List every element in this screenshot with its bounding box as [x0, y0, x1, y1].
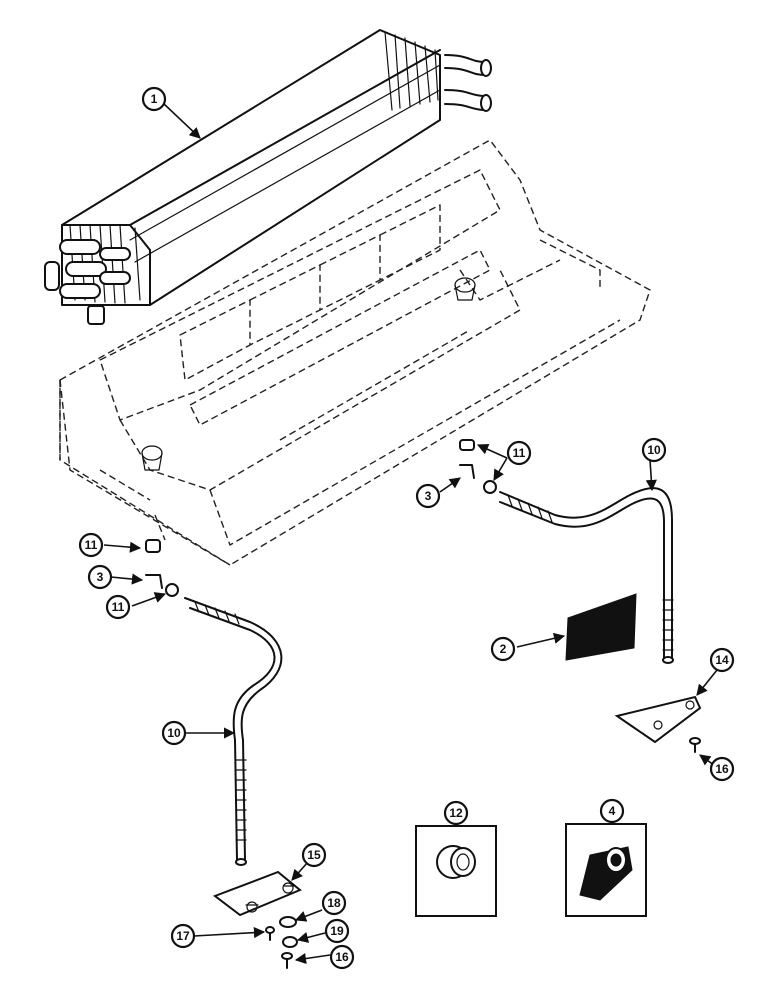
svg-text:12: 12: [449, 806, 463, 820]
svg-text:1: 1: [151, 92, 158, 106]
return-bends: [59, 239, 131, 299]
callout-16b: 16: [709, 756, 735, 782]
leader-16a: [294, 952, 331, 965]
right-drain-assembly: [459, 439, 702, 753]
callout-10b: 10: [641, 437, 667, 463]
svg-text:16: 16: [715, 762, 729, 776]
callout-16a: 16: [329, 944, 355, 970]
bracket-left: [212, 870, 302, 917]
hose-clamp-left-lower: [165, 583, 179, 597]
svg-text:2: 2: [500, 642, 507, 656]
seal-strip: [565, 593, 637, 661]
callout-3b: 3: [415, 483, 441, 509]
leader-1: [162, 102, 201, 139]
inset-grommet: [415, 825, 497, 917]
nut-19: [282, 936, 298, 948]
svg-text:3: 3: [97, 570, 104, 584]
leader-3a: [110, 573, 144, 585]
leader-18: [294, 909, 323, 922]
callout-11c: 11: [506, 440, 532, 466]
callout-2: 2: [490, 636, 516, 662]
svg-text:16: 16: [335, 950, 349, 964]
callout-18: 18: [321, 890, 347, 916]
elbow-left: [145, 574, 163, 589]
inset-tape-roll: [565, 823, 647, 917]
callout-1: 1: [141, 86, 167, 112]
evaporator-core: [44, 29, 492, 325]
leader-19: [296, 932, 326, 943]
callout-17: 17: [170, 923, 196, 949]
svg-text:10: 10: [647, 443, 661, 457]
svg-text:15: 15: [307, 848, 321, 862]
svg-text:10: 10: [167, 726, 181, 740]
callout-11b: 11: [105, 594, 131, 620]
leader-11c: [476, 444, 508, 459]
bracket-right: [614, 695, 702, 744]
svg-text:3: 3: [425, 489, 432, 503]
callout-10a: 10: [161, 720, 187, 746]
leader-3b: [439, 477, 461, 493]
leader-14: [696, 669, 718, 696]
washer-18: [279, 916, 297, 928]
drain-hose-left: [184, 597, 283, 861]
svg-text:14: 14: [715, 653, 729, 667]
leader-10b: [645, 459, 657, 492]
hose-clamp-left-upper: [145, 539, 161, 553]
evaporator-housing-tray: [59, 139, 651, 566]
svg-text:18: 18: [327, 896, 341, 910]
svg-text:17: 17: [176, 929, 190, 943]
callout-4: 4: [599, 798, 625, 824]
leader-11a: [103, 541, 142, 553]
svg-text:4: 4: [609, 804, 616, 818]
callout-19: 19: [324, 918, 350, 944]
svg-text:11: 11: [85, 538, 98, 552]
callout-3a: 3: [87, 564, 113, 590]
svg-text:11: 11: [112, 600, 125, 614]
callout-14: 14: [709, 647, 735, 673]
leader-15: [291, 861, 309, 881]
callout-15: 15: [301, 842, 327, 868]
svg-text:11: 11: [513, 446, 526, 460]
svg-text:19: 19: [330, 924, 344, 938]
drain-hose-right: [499, 487, 673, 661]
callout-12: 12: [443, 800, 469, 826]
left-drain-assembly: [145, 539, 302, 969]
callout-11a: 11: [78, 532, 104, 558]
leader-11b: [131, 592, 167, 607]
leader-17: [193, 926, 266, 939]
leader-2: [516, 632, 566, 648]
